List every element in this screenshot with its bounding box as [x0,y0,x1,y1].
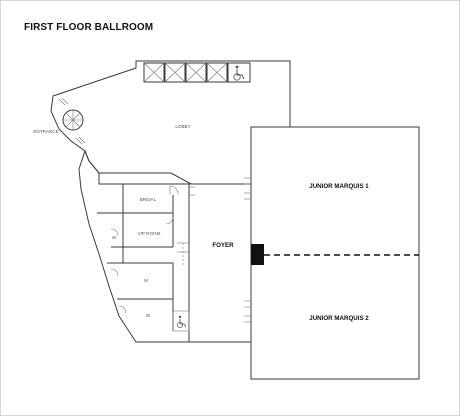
wheelchair-icon [177,315,187,328]
room-label-junior-marquis-1: JUNIOR MARQUIS 1 [309,183,369,190]
entrance-side-door-top [58,97,69,106]
entrance-door [62,109,84,131]
entrance-side-door-bottom [75,136,86,145]
room-label-junior-marquis-2: JUNIOR MARQUIS 2 [309,315,369,322]
room-label-entrance: ENTRANCE [33,129,58,134]
room-label-women-2: W [146,313,151,318]
elevator-bank [143,62,228,83]
map-title: FIRST FLOOR BALLROOM [24,22,154,33]
room-label-lobby: LOBBY [175,124,190,129]
ballroom-outline [250,126,420,380]
room-label-bridal: BRIDAL [140,197,157,202]
west-wing-outline [78,149,190,343]
ballroom-doors [244,177,251,323]
foyer-outline [189,183,252,343]
room-label-foyer: FOYER [212,242,234,249]
lobby-outline [50,60,291,185]
west-wing-partitions [97,184,190,332]
room-label-men: M [144,278,148,283]
ballroom-partition-pocket [251,244,264,265]
west-wing-doors [110,185,179,314]
wheelchair-icon [227,62,251,83]
foyer-doors [177,186,195,266]
room-label-women-1: W [112,235,117,240]
room-label-vip-room: VIP ROOM [138,231,161,236]
